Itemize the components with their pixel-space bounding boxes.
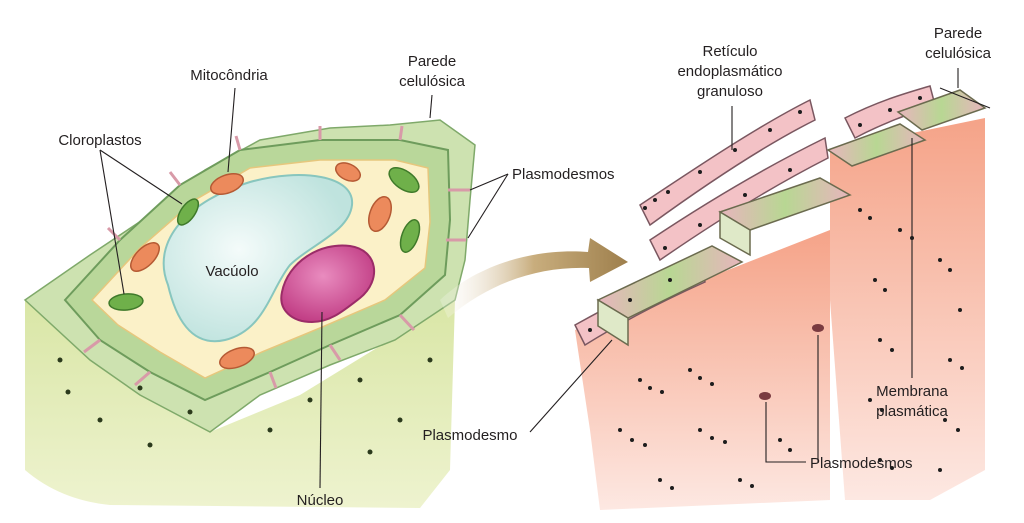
chloroplasts-group (108, 167, 421, 311)
vacuole (162, 174, 354, 343)
leader-lines (99, 68, 991, 489)
label-plasmodesmos-right: Plasmodesmos (810, 455, 913, 472)
label-parede-left-1: Parede (408, 53, 456, 70)
leader-plasmodesmo (529, 339, 613, 433)
label-membrana-2: plasmática (876, 403, 948, 420)
mitochondrion (368, 195, 392, 233)
label-membrana-1: Membrana (876, 383, 948, 400)
wall-block (896, 89, 987, 131)
leader-cloroplastos-a (99, 149, 183, 205)
label-nucleo: Núcleo (297, 492, 344, 509)
chloroplast (399, 219, 421, 253)
mitochondrion (334, 162, 362, 182)
magnify-arrow (440, 238, 628, 318)
ground-pits (57, 357, 433, 455)
label-plasmodesmo: Plasmodesmo (422, 427, 517, 444)
label-vacuolo: Vacúolo (205, 263, 258, 280)
leader-parede-right (939, 68, 991, 109)
nucleus (280, 244, 376, 324)
label-plasmodesmos-left: Plasmodesmos (512, 166, 615, 183)
pore (812, 324, 824, 332)
ribosomes (588, 96, 964, 490)
labels: Mitocôndria Parede celulósica Cloroplast… (58, 25, 991, 509)
leader-nucleo (319, 311, 323, 489)
leader-mitocondria (227, 87, 236, 173)
wall-block (826, 123, 927, 167)
er-tube (649, 136, 829, 262)
label-mitocondria: Mitocôndria (190, 67, 268, 84)
chloroplast (388, 167, 420, 193)
label-parede-right-1: Parede (934, 25, 982, 42)
label-cloroplastos: Cloroplastos (58, 132, 141, 149)
chloroplast (176, 198, 200, 226)
label-parede-left-2: celulósica (399, 73, 466, 90)
leader-plasmodesmos-right-a (765, 402, 806, 463)
leader-plasmodesmos-left-b (467, 173, 509, 239)
leader-parede-left (429, 94, 433, 119)
leader-plasmodesmos-left-a (469, 173, 509, 191)
wall-block-side (719, 210, 751, 257)
left-tissue (23, 119, 476, 508)
label-reticulo-3: granuloso (697, 83, 763, 100)
mitochondria-group (130, 162, 392, 370)
mitochondrion (130, 242, 160, 272)
tissue-ground (25, 300, 455, 508)
label-parede-right-2: celulósica (925, 45, 992, 62)
mitochondrion (219, 346, 255, 370)
leader-cloroplastos-b (99, 149, 125, 295)
mitochondrion (209, 172, 245, 196)
right-closeup (574, 85, 987, 510)
wall-block-side (597, 298, 629, 347)
plasmodesma-pores (759, 324, 824, 400)
pore (759, 392, 771, 400)
label-reticulo-1: Retículo (702, 43, 757, 60)
membrane-sheet-back (830, 118, 985, 500)
label-reticulo-2: endoplasmático (677, 63, 782, 80)
chloroplast (108, 293, 144, 311)
